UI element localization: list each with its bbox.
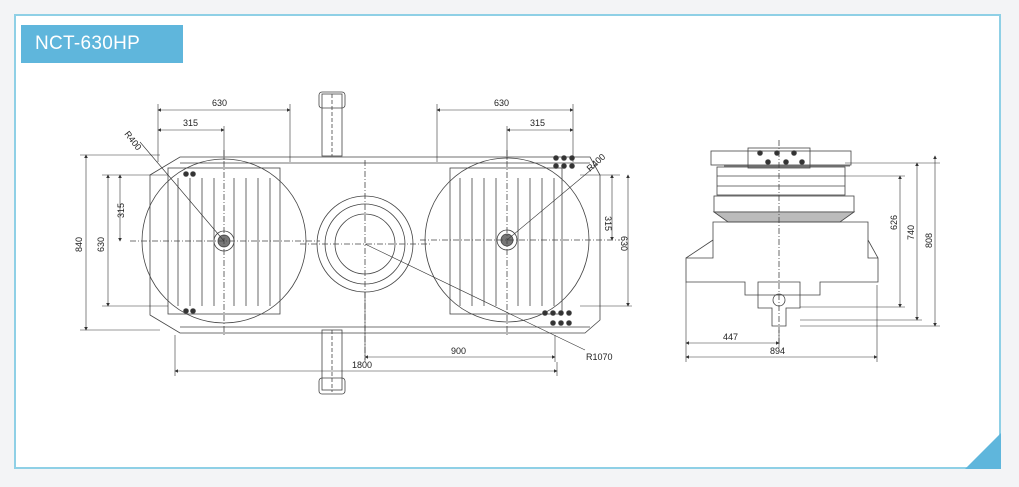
dim-840: 840 <box>74 237 84 252</box>
dim-315-left: 315 <box>183 118 198 128</box>
side-view-dimension-lines <box>685 155 940 362</box>
side-view <box>685 140 940 362</box>
dim-447: 447 <box>723 332 738 342</box>
dim-r400-left: R400 <box>122 129 143 152</box>
dim-r400-right: R400 <box>585 152 608 174</box>
side-rotary-block <box>716 166 846 196</box>
dim-1800: 1800 <box>352 360 372 370</box>
right-pallet <box>420 150 620 335</box>
model-title-badge: NCT-630HP <box>21 25 183 63</box>
side-table <box>713 195 855 213</box>
top-view-dimension-lines <box>80 104 632 376</box>
upper-rail <box>318 91 346 157</box>
side-base <box>685 221 879 296</box>
left-pallet <box>130 150 320 335</box>
dim-808: 808 <box>924 233 934 248</box>
dim-315-right: 315 <box>530 118 545 128</box>
dim-630-right: 630 <box>494 98 509 108</box>
top-view <box>80 91 632 395</box>
dim-630-left: 630 <box>212 98 227 108</box>
side-slot <box>757 281 801 327</box>
dim-630-right-vertical: 630 <box>619 236 629 251</box>
lower-rail <box>318 329 346 395</box>
dim-315-right-vertical: 315 <box>603 216 613 231</box>
side-pallet <box>710 150 852 166</box>
dim-900: 900 <box>451 346 466 356</box>
corner-accent <box>965 433 1001 469</box>
dim-630-left-vertical: 630 <box>96 237 106 252</box>
dim-626: 626 <box>889 215 899 230</box>
dim-r1070: R1070 <box>586 352 613 362</box>
base-outline <box>149 156 601 334</box>
dim-894: 894 <box>770 346 785 356</box>
dim-740: 740 <box>906 225 916 240</box>
dim-315-left-vertical: 315 <box>116 203 126 218</box>
